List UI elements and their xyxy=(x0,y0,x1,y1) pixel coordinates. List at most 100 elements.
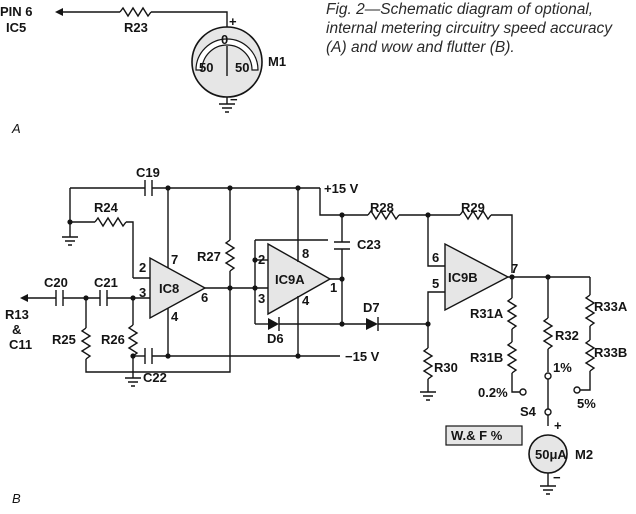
c11-label: C11 xyxy=(9,337,32,352)
s4-label: S4 xyxy=(520,404,537,419)
c19-label: C19 xyxy=(136,165,160,180)
c21-capacitor xyxy=(99,290,108,306)
r32-resistor xyxy=(542,317,554,350)
minus15-label: −15 V xyxy=(345,349,380,364)
ic8-pin7: 7 xyxy=(171,252,178,267)
input-arrow xyxy=(20,294,28,302)
ic9b-pin6: 6 xyxy=(432,250,439,265)
ic8-label: IC8 xyxy=(159,281,179,296)
wire-r28-left xyxy=(319,188,368,216)
s4-contact-1 xyxy=(544,372,552,380)
c20-label: C20 xyxy=(44,275,68,290)
m2-minus-label: − xyxy=(553,470,561,485)
r31a-resistor xyxy=(506,297,518,330)
ic9a-pin4: 4 xyxy=(302,293,310,308)
m1-dial-zero: 0 xyxy=(221,32,228,47)
ic9b-pin5: 5 xyxy=(432,276,439,291)
r30-resistor xyxy=(422,347,434,380)
r25-label: R25 xyxy=(52,332,76,347)
r24-resistor xyxy=(94,216,127,228)
figure-caption: Fig. 2—Schematic diagram of optional, in… xyxy=(326,1,613,56)
d7-diode xyxy=(366,318,378,330)
ic8-opamp xyxy=(149,256,207,320)
ic9a-opamp xyxy=(267,242,332,316)
ic9a-pin3: 3 xyxy=(258,291,265,306)
section-b-label: B xyxy=(12,491,21,506)
ic9b-opamp xyxy=(444,242,510,312)
wire-a2 xyxy=(151,11,228,27)
r33b-resistor xyxy=(584,339,596,372)
node-r27-rail xyxy=(227,185,233,191)
r23-resistor xyxy=(119,6,152,18)
ground-icon-m2 xyxy=(540,485,556,495)
node-ic9a-pin2 xyxy=(252,257,258,263)
s4-pos-5-label: 5% xyxy=(577,396,596,411)
wire-r25-feedback xyxy=(85,288,231,373)
d6-label: D6 xyxy=(267,331,284,346)
wire-r24-right xyxy=(126,221,134,278)
ic9a-pin8: 8 xyxy=(302,246,309,261)
c22-capacitor xyxy=(144,348,153,364)
m2-value-label: 50μA xyxy=(535,447,567,462)
ic8-pin4: 4 xyxy=(171,309,179,324)
s4-switch xyxy=(519,372,581,426)
m2-label: M2 xyxy=(575,447,593,462)
r33a-resistor xyxy=(584,294,596,327)
r33a-label: R33A xyxy=(594,299,628,314)
amp-label: & xyxy=(12,322,21,337)
r27-resistor xyxy=(224,239,236,272)
plus15-label: +15 V xyxy=(324,181,359,196)
r28-label: R28 xyxy=(370,200,394,215)
r13-label: R13 xyxy=(5,307,29,322)
m1-dial-right: 50 xyxy=(235,60,249,75)
r31b-label: R31B xyxy=(470,350,503,365)
m1-dial-scale xyxy=(195,38,259,71)
r29-label: R29 xyxy=(461,200,485,215)
section-a-label: A xyxy=(11,121,21,136)
ground-icon-r24 xyxy=(62,236,78,246)
wf-label-box xyxy=(445,425,523,446)
r30-label: R30 xyxy=(434,360,458,375)
r27-label: R27 xyxy=(197,249,221,264)
r26-resistor xyxy=(127,324,139,357)
ic9a-pin1: 1 xyxy=(330,280,337,295)
s4-contact-02 xyxy=(519,388,527,396)
c20-capacitor xyxy=(55,290,64,306)
m2-plus-label: + xyxy=(554,418,562,433)
m1-dial-left: 50 xyxy=(199,60,213,75)
ic9a-label: IC9A xyxy=(275,272,305,287)
m1-minus-label: − xyxy=(230,92,238,107)
wire-r33-bottom xyxy=(580,371,591,391)
wf-label: W.& F % xyxy=(451,428,503,443)
c23-label: C23 xyxy=(357,237,381,252)
c23-capacitor xyxy=(334,241,350,250)
d6-diode xyxy=(268,318,279,330)
ground-icon-m1 xyxy=(219,103,235,113)
ic9b-inv-input-wire xyxy=(427,215,445,267)
m1-plus-label: + xyxy=(229,14,237,29)
d7-label: D7 xyxy=(363,300,380,315)
r31a-label: R31A xyxy=(470,306,504,321)
ic8-pin3: 3 xyxy=(139,285,146,300)
r24-label: R24 xyxy=(94,200,119,215)
wire-r24-left xyxy=(69,188,95,223)
r25-resistor xyxy=(80,327,92,360)
r26-label: R26 xyxy=(101,332,125,347)
r32-label: R32 xyxy=(555,328,579,343)
ic9b-label: IC9B xyxy=(448,270,478,285)
pin6-arrow xyxy=(55,8,63,16)
ic9b-pin7: 7 xyxy=(511,261,518,276)
wire-r31-bottom xyxy=(511,373,520,393)
node-c22 xyxy=(130,353,136,359)
r31b-resistor xyxy=(506,341,518,374)
r29-resistor xyxy=(459,209,492,221)
r23-label: R23 xyxy=(124,20,148,35)
node-d6-d7 xyxy=(339,321,345,327)
r28-resistor xyxy=(367,209,400,221)
wire-r29-right xyxy=(491,214,513,273)
c21-label: C21 xyxy=(94,275,118,290)
ic5-label: IC5 xyxy=(6,20,26,35)
c22-label: C22 xyxy=(143,370,167,385)
